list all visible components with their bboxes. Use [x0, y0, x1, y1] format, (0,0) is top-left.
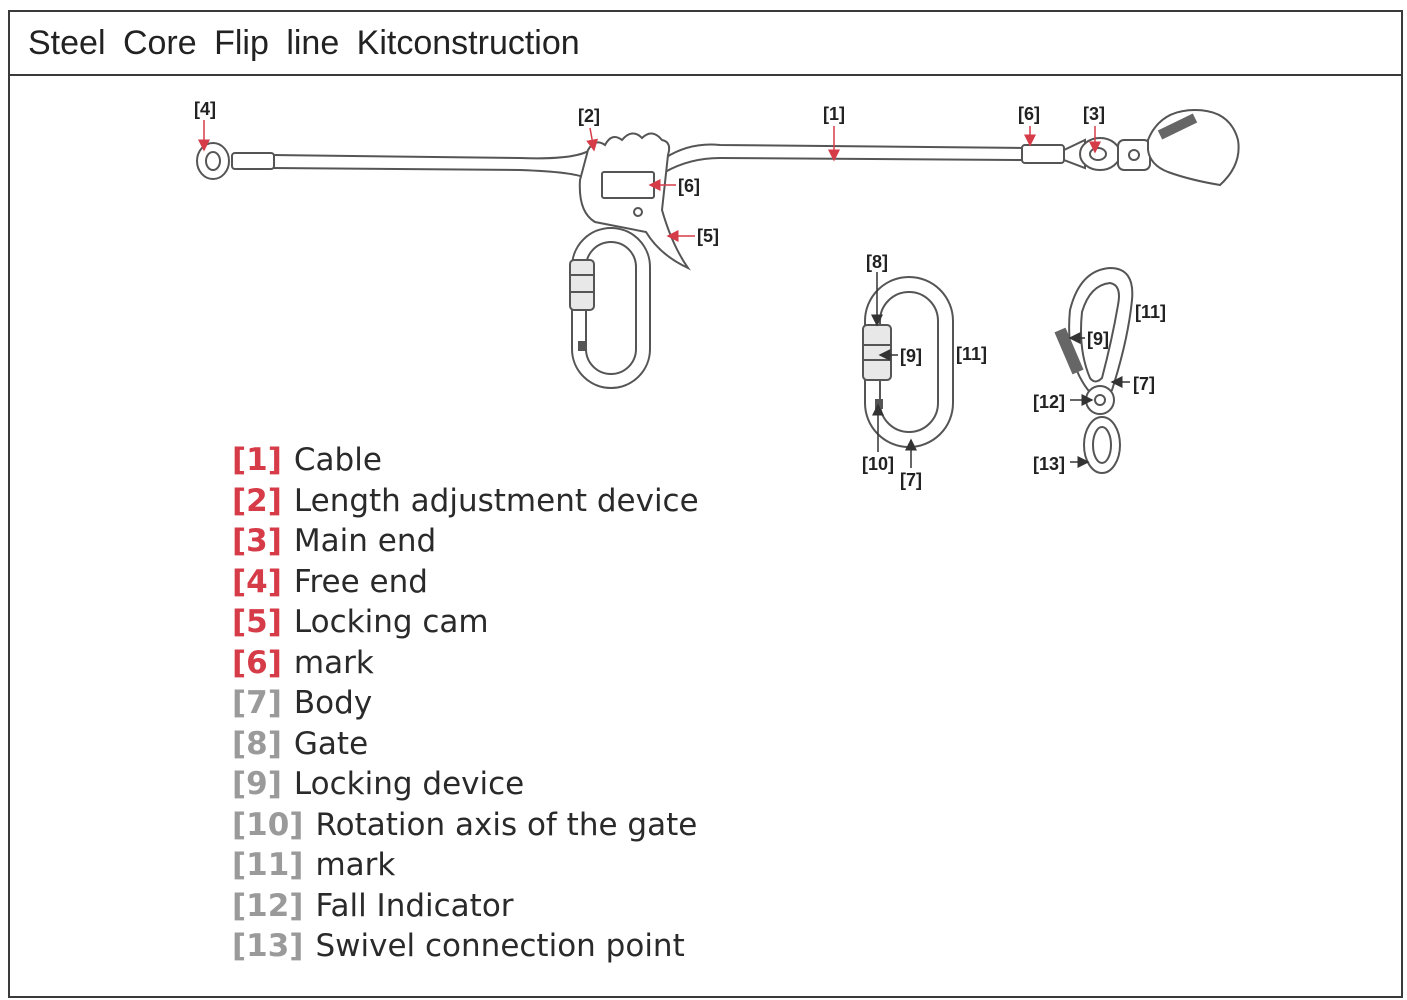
legend-label: Body [293, 685, 373, 721]
diagram-frame: Steel Core Flip line Kitconstruction [8, 10, 1403, 998]
legend-label: Fall Indicator [315, 887, 514, 924]
legend-item: [11] mark [232, 845, 699, 886]
legend-number: [12] [232, 887, 304, 924]
callout-2: [2] [578, 106, 600, 126]
legend-number: [5] [232, 604, 282, 640]
legend-number: [6] [232, 644, 282, 681]
adjustment-device [578, 132, 691, 271]
legend-label: Cable [293, 442, 382, 478]
callout-9-right: [9] [1087, 329, 1109, 349]
callout-7-middle: [7] [900, 470, 922, 490]
callout-5: [5] [697, 226, 719, 246]
free-end-thimble [196, 142, 275, 180]
legend-number: [10] [232, 806, 304, 843]
legend-number: [7] [232, 685, 282, 721]
legend-number: [3] [232, 523, 282, 559]
legend-number: [9] [232, 766, 282, 802]
legend-item: [2] Length adjustment device [232, 481, 699, 522]
legend-item: [3] Main end [232, 521, 699, 562]
legend-item: [13] Swivel connection point [232, 926, 699, 967]
callout-12: [12] [1033, 392, 1065, 412]
oval-carabiner-left [569, 227, 651, 389]
legend-number: [4] [232, 563, 282, 600]
legend-number: [1] [232, 442, 282, 478]
parts-legend: [1] Cable [2] Length adjustment device [3]… [232, 440, 699, 967]
legend-label: Locking cam [293, 604, 489, 640]
callout-11-right: [11] [1135, 302, 1166, 322]
callout-11-middle: [11] [956, 344, 987, 364]
callout-8: [8] [866, 252, 888, 272]
main-end-assembly [1021, 108, 1240, 187]
legend-number: [8] [232, 725, 282, 762]
legend-label: Main end [293, 523, 437, 559]
legend-number: [13] [232, 928, 304, 964]
legend-item: [6] mark [232, 643, 699, 684]
cable [271, 143, 1026, 179]
callout-10: [10] [862, 454, 894, 474]
legend-number: [11] [232, 847, 304, 883]
legend-label: Rotation axis of the gate [315, 806, 698, 843]
callout-7-right: [7] [1133, 374, 1155, 394]
title-bar: Steel Core Flip line Kitconstruction [10, 12, 1401, 76]
callout-3: [3] [1083, 104, 1105, 124]
page-title: Steel Core Flip line Kitconstruction [28, 24, 580, 62]
callout-1: [1] [823, 104, 845, 124]
legend-label: Length adjustment device [293, 482, 699, 519]
legend-item: [5] Locking cam [232, 602, 699, 643]
callout-leaders [198, 120, 1130, 468]
legend-item: [10] Rotation axis of the gate [232, 805, 699, 846]
legend-item: [1] Cable [232, 440, 699, 481]
callout-4: [4] [194, 99, 216, 119]
legend-item: [7] Body [232, 683, 699, 724]
callout-9-middle: [9] [900, 346, 922, 366]
legend-label: Locking device [293, 766, 525, 802]
callout-6-device: [6] [678, 176, 700, 196]
legend-item: [12] Fall Indicator [232, 886, 699, 927]
legend-label: mark [315, 847, 396, 883]
legend-item: [4] Free end [232, 562, 699, 603]
callout-13: [13] [1033, 454, 1065, 474]
legend-item: [9] Locking device [232, 764, 699, 805]
legend-label: Free end [293, 563, 428, 600]
legend-number: [2] [232, 482, 282, 519]
callout-6-main: [6] [1018, 104, 1040, 124]
legend-item: [8] Gate [232, 724, 699, 765]
legend-label: Gate [293, 725, 369, 762]
swivel-carabiner-right [1054, 266, 1134, 474]
legend-label: Swivel connection point [315, 928, 685, 964]
legend-label: mark [293, 644, 374, 681]
